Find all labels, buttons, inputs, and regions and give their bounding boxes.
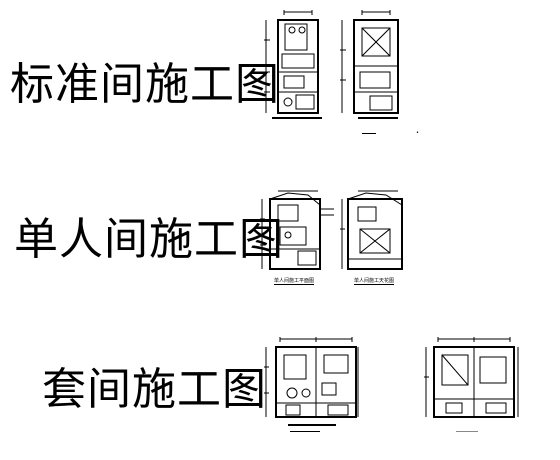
scale-bar bbox=[362, 133, 376, 134]
standard-room-floor-plan bbox=[262, 10, 332, 125]
standard-room-ceiling-plan bbox=[340, 10, 410, 125]
floor-plan-caption: 单人间施工平面图 bbox=[274, 278, 315, 285]
scale-bar bbox=[290, 431, 320, 432]
suite-floor-plan bbox=[262, 337, 362, 437]
section-title: 标准间施工图 bbox=[10, 59, 280, 110]
section-standard-room: 标准间施工图 bbox=[0, 0, 560, 150]
single-room-floor-plan bbox=[258, 189, 338, 284]
sheet-mark: • bbox=[416, 130, 419, 136]
suite-ceiling-plan bbox=[424, 337, 524, 437]
section-title: 套间施工图 bbox=[42, 364, 267, 415]
section-suite: 套间施工图 bbox=[0, 315, 560, 460]
ceiling-plan-caption: 单人间施工天花图 bbox=[354, 278, 395, 285]
section-single-room: 单人间施工图 单人间施工平面图 单人间施工 bbox=[0, 155, 560, 305]
scale-bar bbox=[456, 431, 478, 432]
single-room-ceiling-plan bbox=[338, 189, 418, 284]
section-title: 单人间施工图 bbox=[14, 214, 284, 265]
